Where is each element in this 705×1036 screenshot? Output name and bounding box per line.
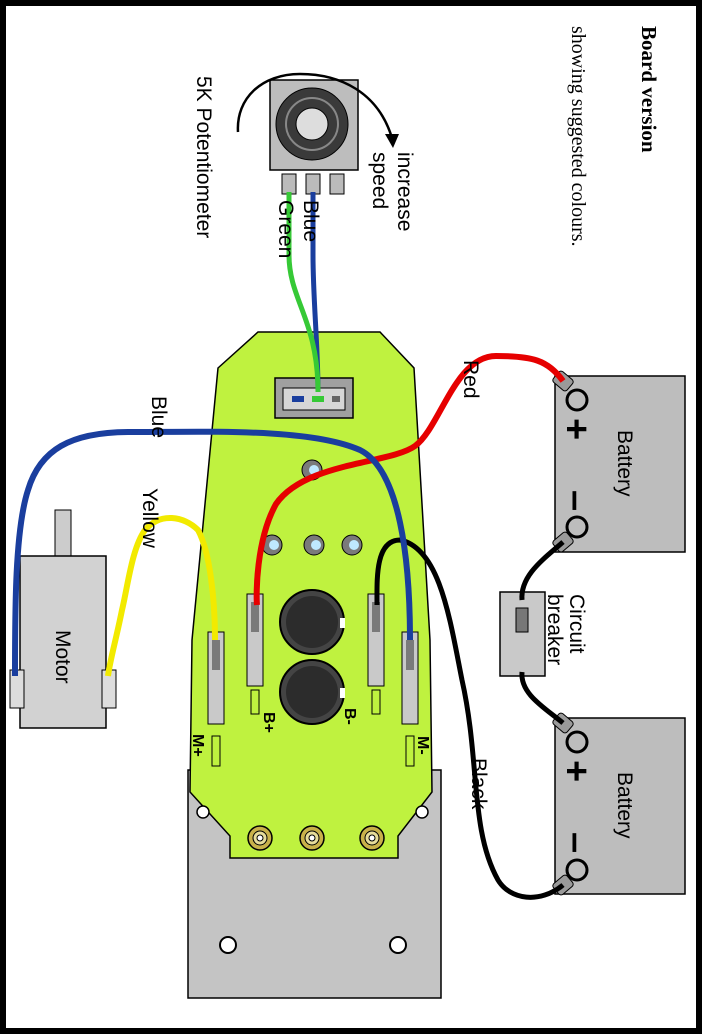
led [261,534,283,556]
wire-black [374,537,565,900]
board-fastener [247,825,273,851]
breaker-switch [515,607,529,633]
wire-label-blue-pot: Blue [299,200,322,242]
wire-label-yellow-motor: Yellow [138,488,161,549]
battery-1-plus-post [565,388,589,412]
battery-2 [554,717,686,895]
battery-2-plus-post [565,730,589,754]
diagram-subtitle: showing suggested colours. [567,26,589,247]
battery-1 [554,375,686,553]
battery-2-minus-post [565,858,589,882]
wire-black-breaker-2 [519,671,565,725]
potentiometer [269,79,359,195]
battery-1-minus: – [555,490,597,511]
breaker-label-2: breaker [543,594,566,665]
motor [9,509,117,729]
capacitor [279,659,345,725]
wire-yellow-motor [105,514,218,677]
wire-label-red: Red [459,360,482,399]
diagram-title: Board version [637,26,661,153]
board-hole [196,805,210,819]
terminal-label-m-plus: M+ [189,734,206,757]
battery-1-plus: + [555,418,597,440]
rotation-arrow [236,72,394,139]
board-fastener [299,825,325,851]
wire-label-blue-motor: Blue [147,396,170,438]
mounting-hole [389,936,407,954]
wire-label-green-pot: Green [274,200,297,258]
terminal-label-b-plus: B+ [260,712,277,733]
wire-red [253,352,566,606]
potentiometer-label: 5K Potentiometer [192,76,215,238]
wire-blue-motor [12,428,413,677]
battery-1-minus-post [565,515,589,539]
rotation-arrowhead [385,134,399,148]
terminal-label-m-minus: M- [414,736,431,755]
wire-green-pot [286,192,321,393]
motor-label: Motor [51,630,74,684]
mounting-hole [219,936,237,954]
terminal-label-b-minus: B- [341,708,358,725]
terminal-b-minus [367,593,385,715]
battery-2-label: Battery [613,772,636,839]
direction-label-1: increase [393,152,416,231]
led [303,534,325,556]
led [341,534,363,556]
battery-1-label: Battery [613,430,636,497]
breaker-label-1: Circuit [565,594,588,654]
board-hole [415,805,429,819]
wire-label-black: Black [467,758,490,810]
wire-black-breaker [519,540,565,601]
direction-label-2: speed [368,152,391,209]
capacitor [279,589,345,655]
battery-2-plus: + [555,760,597,782]
board-fastener [359,825,385,851]
potentiometer-connector [274,377,354,419]
circuit-breaker [499,591,546,677]
battery-2-minus: – [555,832,597,853]
